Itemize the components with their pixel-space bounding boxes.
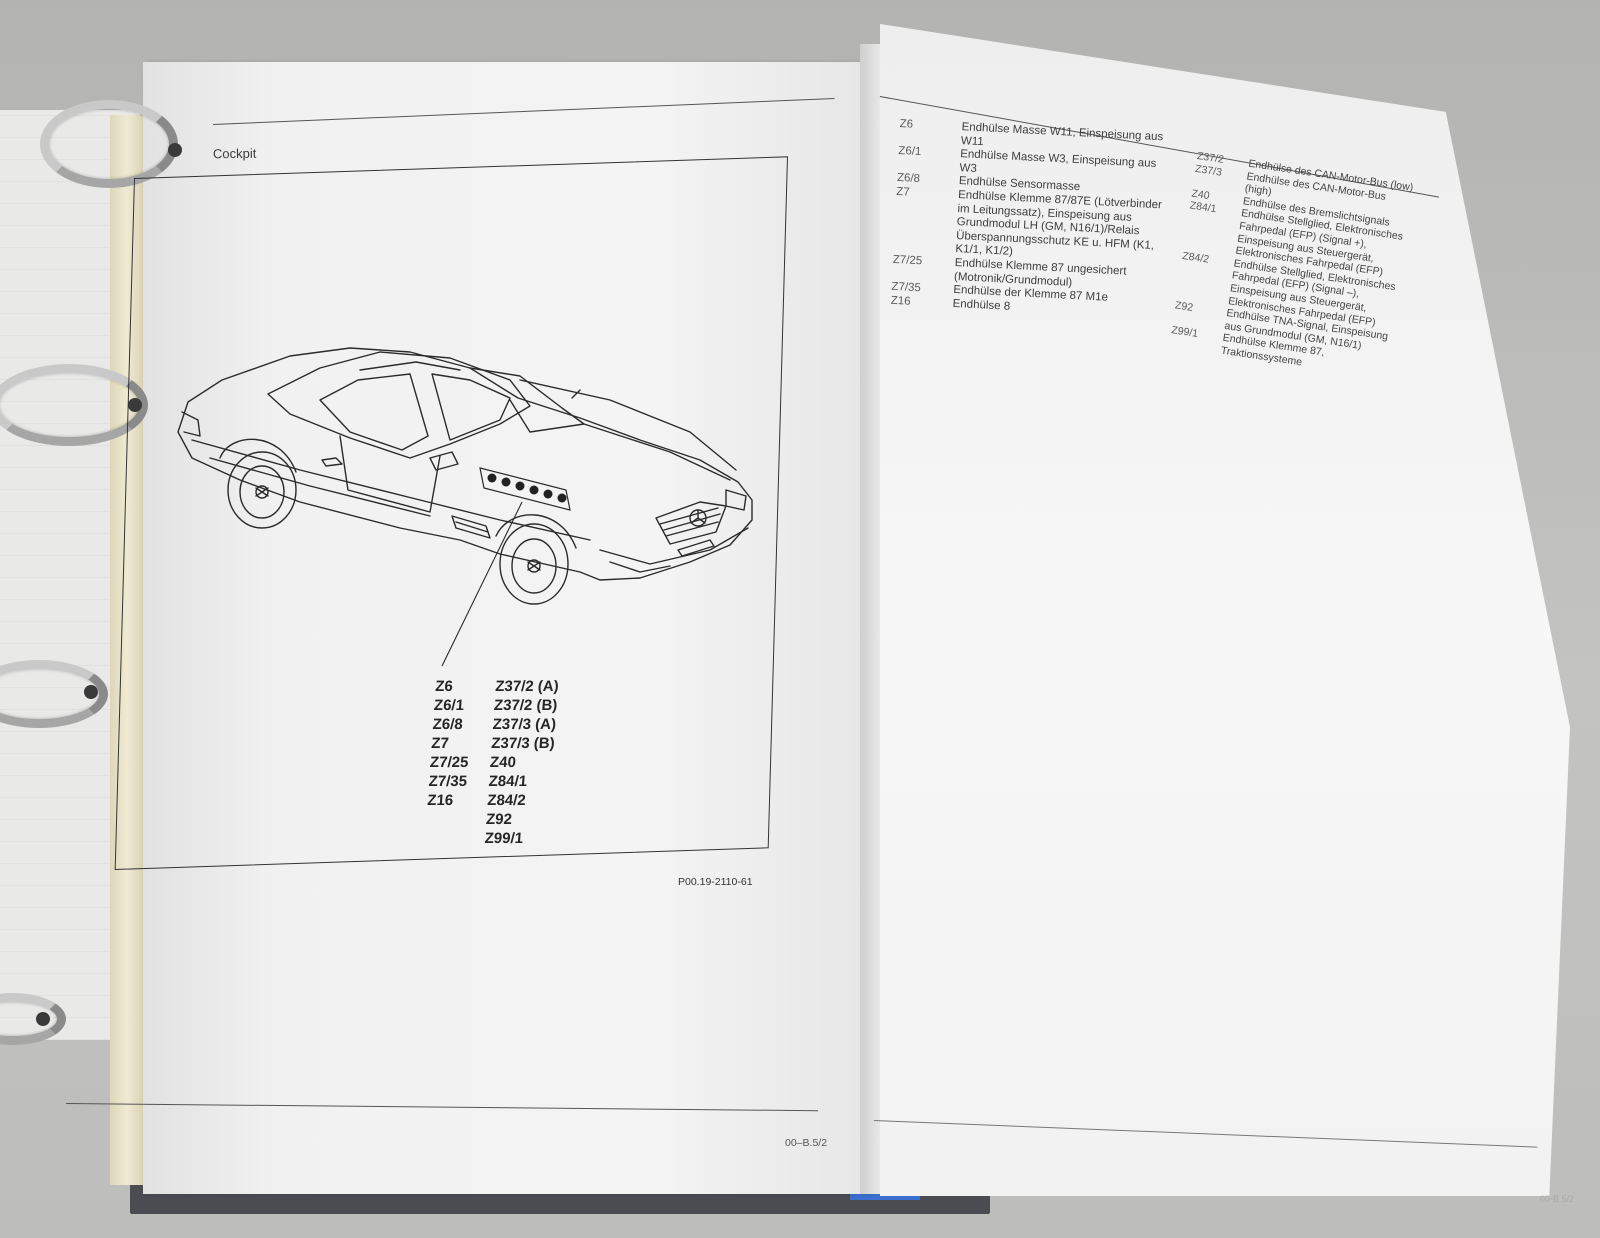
legend-list-col2: Z37/2 Endhülse des CAN-Motor-Bus (low) Z… [1169, 150, 1418, 382]
legend-item: Z99/1 [484, 830, 524, 847]
figure-code: P00.19-2110-61 [678, 876, 753, 888]
punch-hole [36, 1012, 50, 1026]
legend-item: Z84/2 [486, 792, 527, 809]
binder-ring-icon [0, 364, 148, 446]
legend-item: Z6/1 [433, 697, 465, 714]
legend-item: Z7/25 [429, 754, 469, 771]
section-title: Cockpit [212, 145, 257, 162]
entry-code: Z7 [895, 185, 910, 199]
legend-item: Z92 [485, 811, 513, 828]
entry-code: Z7/25 [892, 253, 923, 268]
legend-item: Z37/3 (B) [490, 735, 556, 752]
legend-item: Z37/2 (A) [494, 678, 560, 695]
entry-code: Z84/2 [1181, 249, 1210, 266]
entry-code: Z6 [899, 118, 914, 131]
right-page [880, 24, 1570, 1196]
punch-hole [168, 143, 182, 157]
binder-ring-icon [0, 993, 66, 1045]
page-stack-edge [110, 115, 144, 1185]
punch-hole [84, 685, 98, 699]
legend-item: Z40 [489, 754, 517, 771]
legend-list-col1: Z6 Endhülse Masse W11, Einspeisung aus W… [890, 118, 1171, 322]
legend-item [425, 810, 486, 829]
entry-description: Endhülse Klemme 87/87E (Lötverbinder im … [955, 189, 1163, 259]
legend-item [424, 829, 485, 848]
punch-hole [128, 398, 142, 412]
left-page [143, 62, 873, 1194]
car-illustration [177, 347, 753, 667]
legend-item: Z6/8 [432, 716, 464, 733]
entry-code: Z84/1 [1188, 199, 1218, 216]
legend-item: Z37/2 (B) [493, 697, 558, 714]
legend-item: Z16 [426, 792, 454, 809]
page-number: 00-B.5/2 [1540, 1194, 1575, 1204]
legend-item: Z6 [434, 678, 454, 695]
legend-item: Z7 [430, 735, 450, 752]
entry-code: Z6/1 [898, 145, 922, 159]
legend-item: Z7/35 [428, 773, 468, 790]
binder-ring-icon [40, 100, 178, 188]
binder-ring-icon [0, 660, 108, 728]
connector-callout [441, 467, 571, 667]
legend-item: Z84/1 [488, 773, 528, 790]
page-number: 00–B.5/2 [785, 1137, 828, 1149]
figure-legend: Z6 Z37/2 (A) Z6/1 Z37/2 (B) Z6/8 Z37/3 (… [424, 677, 586, 848]
legend-item: Z37/3 (A) [492, 716, 557, 733]
